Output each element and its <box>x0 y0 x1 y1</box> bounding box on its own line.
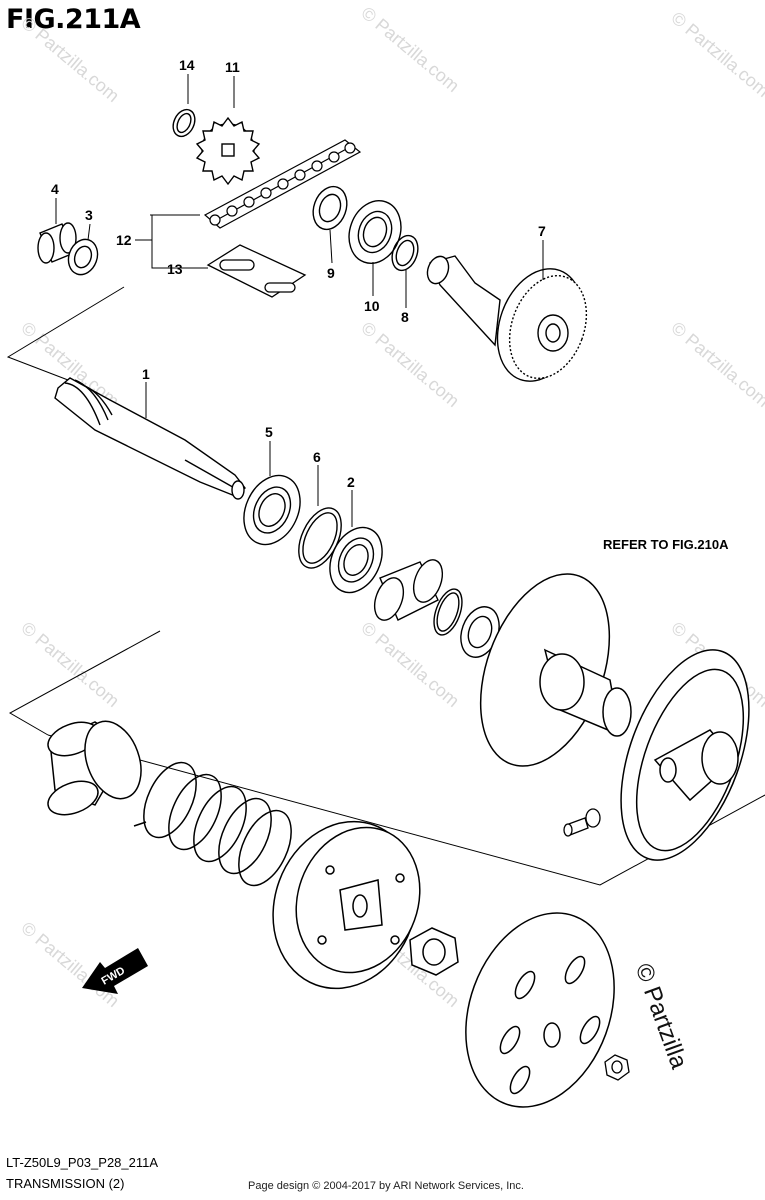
callout-4: 4 <box>51 181 59 197</box>
sprocket <box>195 116 261 186</box>
callout-12: 12 <box>116 232 132 248</box>
snap-ring-lower <box>433 588 463 636</box>
watermark: © Partzilla.com <box>17 618 123 711</box>
callout-7: 7 <box>538 223 546 239</box>
master-link <box>206 244 307 298</box>
clutch-spring <box>133 761 292 887</box>
bearing-middle <box>243 474 301 546</box>
fixed-face <box>620 649 750 861</box>
gear-shaft <box>426 255 588 382</box>
callout-2: 2 <box>347 474 355 490</box>
watermark: © Partzilla.com <box>357 618 463 711</box>
needle-bearing <box>373 559 444 621</box>
circlip-upper <box>391 234 419 272</box>
fwd-arrow-icon: FWD <box>82 948 148 994</box>
watermark: © Partzilla.com <box>667 8 765 101</box>
bolt-and-collar <box>563 808 601 837</box>
bearing-lower <box>329 526 383 594</box>
callout-6: 6 <box>313 449 321 465</box>
watermark: © Partzilla.com <box>667 318 765 411</box>
callout-3: 3 <box>85 207 93 223</box>
model-code: LT-Z50L9_P03_P28_211A <box>6 1155 159 1170</box>
snap-ring <box>172 108 196 138</box>
watermark: © Partzilla.com <box>357 318 463 411</box>
drive-chain <box>203 139 362 229</box>
callout-10: 10 <box>364 298 380 314</box>
watermark: © Partzilla.com <box>17 13 123 106</box>
callout-5: 5 <box>265 424 273 440</box>
callout-numbers: 14 11 4 3 12 13 7 9 10 8 1 5 6 2 <box>51 57 546 490</box>
refer-note: REFER TO FIG.210A <box>603 537 729 552</box>
watermark: © Partzilla.com <box>17 918 123 1011</box>
callout-1: 1 <box>142 366 150 382</box>
pulley-face <box>479 573 632 767</box>
figure-title: FIG.211A <box>6 4 141 35</box>
bearing-upper <box>348 200 402 264</box>
callout-8: 8 <box>401 309 409 325</box>
leader-lines <box>55 74 544 527</box>
page-credit: Page design © 2004-2017 by ARI Network S… <box>248 1180 524 1192</box>
section-name: TRANSMISSION (2) <box>6 1176 125 1191</box>
callout-9: 9 <box>327 265 335 281</box>
callout-13: 13 <box>167 261 183 277</box>
clutch-housing <box>465 912 615 1108</box>
clutch-nut <box>409 927 459 976</box>
callout-14: 14 <box>179 57 195 73</box>
watermark: © Partzilla.com <box>357 3 463 96</box>
clutch-shoe-assembly <box>272 820 421 990</box>
needle-bushing <box>37 222 77 264</box>
oil-seal <box>312 185 348 231</box>
main-shaft <box>54 377 246 500</box>
washer <box>67 238 99 276</box>
sleeve <box>47 720 142 816</box>
callout-11: 11 <box>225 59 240 75</box>
small-nut <box>604 1054 630 1081</box>
